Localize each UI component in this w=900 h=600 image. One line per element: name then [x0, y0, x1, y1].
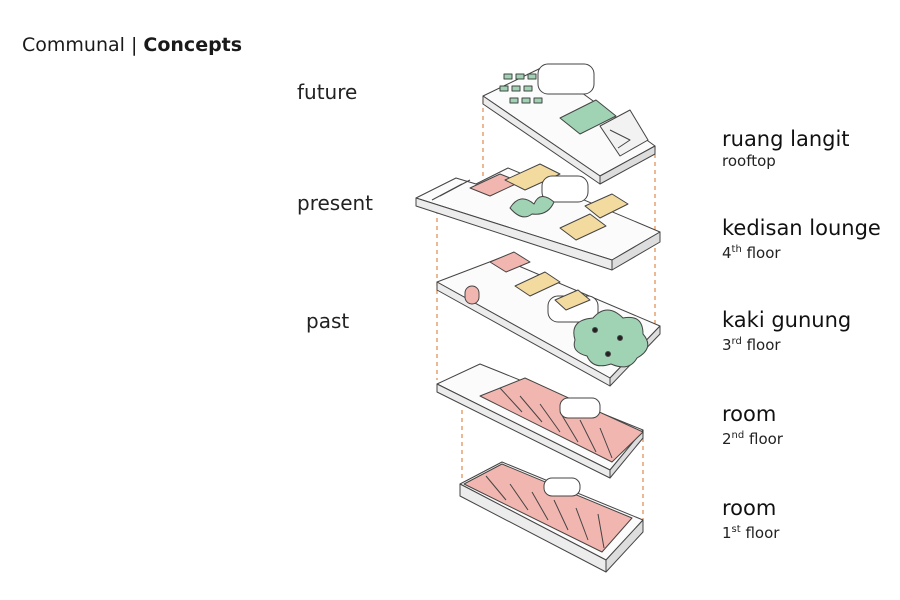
- floor-1st: [459, 461, 644, 573]
- floor-label-rooftop: ruang langit rooftop: [722, 127, 850, 171]
- era-future: future: [297, 80, 358, 104]
- floor-label-4th: kedisan lounge 4th floor: [722, 216, 881, 263]
- floor-name: room: [722, 496, 777, 520]
- floor-2nd: [436, 363, 644, 479]
- floor-label-3rd: kaki gunung 3rd floor: [722, 308, 851, 355]
- floor-rooftop: [482, 63, 656, 185]
- floor-level: 2nd floor: [722, 430, 783, 448]
- floor-level: rooftop: [722, 152, 776, 170]
- floor-3rd: [436, 251, 661, 387]
- floor-label-2nd: room 2nd floor: [722, 402, 783, 449]
- floor-label-1st: room 1st floor: [722, 496, 779, 543]
- era-past: past: [306, 309, 350, 333]
- floor-level: 4th floor: [722, 244, 781, 262]
- floor-name: room: [722, 402, 777, 426]
- floor-level: 3rd floor: [722, 336, 781, 354]
- floor-name: ruang langit: [722, 127, 850, 151]
- heading-title: Concepts: [143, 34, 243, 56]
- page-heading: Communal | Concepts: [22, 34, 242, 56]
- era-present: present: [297, 191, 374, 215]
- floor-name: kedisan lounge: [722, 216, 881, 240]
- guide-lines: [436, 100, 656, 520]
- floor-level: 1st floor: [722, 524, 780, 542]
- heading-prefix: Communal: [22, 34, 125, 56]
- floor-name: kaki gunung: [722, 308, 852, 332]
- heading-separator: |: [124, 34, 144, 56]
- floor-4th: [415, 163, 661, 271]
